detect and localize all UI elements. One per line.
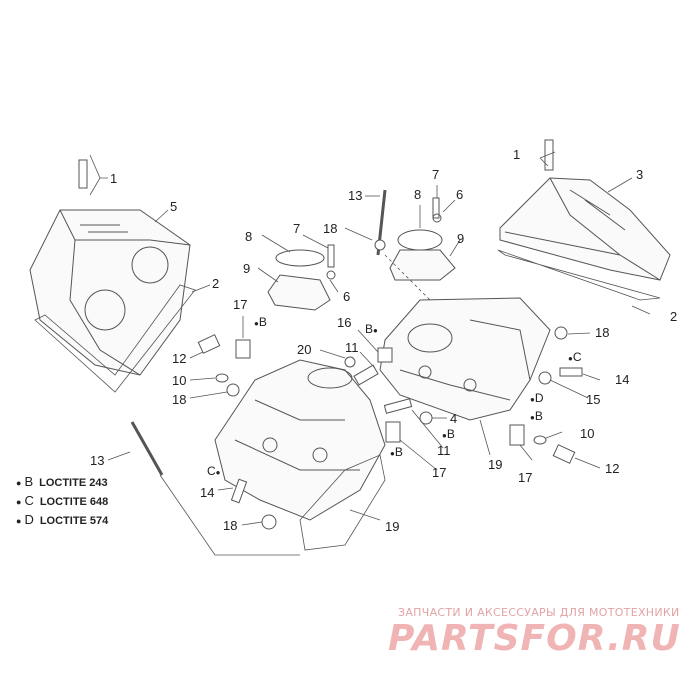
code-b-4: ●B (390, 445, 403, 459)
callout-8-left: 8 (245, 229, 253, 244)
gasket-19 (299, 454, 386, 551)
callout-16: 16 (337, 315, 352, 330)
washer-6-left (326, 270, 336, 280)
code-b-1: ●B (254, 315, 267, 329)
watermark-tagline: ЗАПЧАСТИ И АКСЕССУАРЫ ДЛЯ МОТОТЕХНИКИ (398, 606, 680, 619)
callout-12-right: 12 (605, 461, 620, 476)
hose-clamp-right (397, 229, 443, 251)
callout-1-left: 1 (110, 171, 118, 186)
callout-9-left: 9 (243, 261, 251, 276)
bush-17-left (235, 339, 251, 359)
nut-18-a (226, 383, 240, 397)
callout-18-left: 18 (172, 392, 187, 407)
washer-10-right (533, 435, 547, 445)
callout-11-upper: 11 (345, 340, 359, 355)
gasket-left (34, 284, 196, 393)
callout-20: 20 (297, 342, 312, 357)
callout-15: 15 (586, 392, 601, 407)
watermark-logo: PARTSFOR.RU (388, 618, 681, 659)
bolt-1-left (78, 159, 88, 189)
callout-18-right: 18 (595, 325, 610, 340)
callout-13-left: 13 (90, 453, 105, 468)
plug-15 (538, 371, 552, 385)
callout-18-bottom: 18 (223, 518, 238, 533)
plate-11 (353, 364, 379, 386)
spark-plug-12-right (552, 444, 576, 464)
callout-4: 4 (450, 411, 458, 426)
callout-18-top: 18 (323, 221, 338, 236)
bush-20 (344, 356, 356, 368)
callout-17-mid: 17 (432, 465, 447, 480)
callout-19-bottom: 19 (385, 519, 400, 534)
leader-lines (89, 151, 651, 556)
screw-7-left (327, 244, 335, 268)
stud-14-left (230, 478, 248, 504)
valve-cover-right (499, 177, 671, 281)
washer-10-left (215, 373, 229, 383)
gasket-right (497, 249, 661, 301)
cylinder-head-rear (379, 297, 551, 421)
callout-19-right: 19 (488, 457, 503, 472)
stud-13-left (130, 421, 164, 476)
callout-1-right: 1 (513, 147, 521, 162)
callout-7-right: 7 (432, 167, 440, 182)
callout-12-left: 12 (172, 351, 187, 366)
bracket-11 (383, 398, 413, 414)
nut-18-c (374, 239, 386, 251)
callout-17-left: 17 (233, 297, 248, 312)
code-d-1: ●D (530, 391, 544, 405)
callout-7-left: 7 (293, 221, 301, 236)
callout-8-right: 8 (414, 187, 422, 202)
code-c-2: C● (207, 464, 221, 478)
hose-clamp-left (275, 249, 325, 267)
callout-13-top: 13 (348, 188, 363, 203)
callout-3: 3 (636, 167, 644, 182)
cylinder-head-front (214, 359, 386, 521)
callout-9-right: 9 (457, 231, 465, 246)
bush-17-mid (385, 421, 401, 443)
callout-5: 5 (170, 199, 178, 214)
stud-14-right (559, 367, 583, 377)
code-b-3: ●B (442, 427, 455, 441)
valve-cover-left (29, 209, 191, 376)
code-c-1: ●C (568, 350, 582, 364)
callout-14-left: 14 (200, 485, 215, 500)
callout-14-right: 14 (615, 372, 630, 387)
callout-6-left: 6 (343, 289, 351, 304)
nut-18-b (261, 514, 277, 530)
washer-6-right (432, 213, 442, 223)
callout-2-right: 2 (670, 309, 678, 324)
code-b-5: ●B (530, 409, 543, 423)
callout-6-right: 6 (456, 187, 464, 202)
bolt-1-right (544, 139, 554, 171)
callout-17-right: 17 (518, 470, 533, 485)
code-b-2: B● (365, 322, 378, 336)
nut-18-d (554, 326, 568, 340)
spark-plug-12-left (197, 334, 221, 354)
bush-17-right (509, 424, 525, 446)
intake-flange-right (389, 249, 456, 281)
callout-2-left: 2 (212, 276, 220, 291)
bush-16 (377, 347, 393, 363)
callout-10-left: 10 (172, 373, 187, 388)
intake-flange-left (267, 274, 331, 311)
screw-7-right (432, 197, 440, 219)
callout-11-lower: 11 (437, 443, 451, 458)
callout-10-right: 10 (580, 426, 595, 441)
